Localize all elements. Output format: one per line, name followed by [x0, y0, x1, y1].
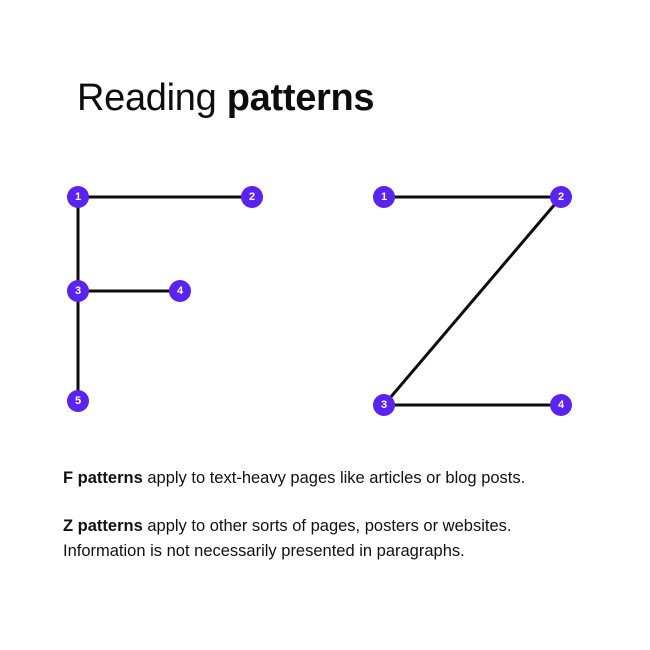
z-caption-rest: apply to other sorts of pages, posters o…: [142, 517, 512, 535]
f-node-4: 4: [169, 280, 191, 302]
z-node-4-circle: [550, 394, 572, 416]
z-node-2-circle: [550, 186, 572, 208]
f-pattern: 1 2 3 4 5: [67, 186, 263, 412]
z-node-1-label: 1: [381, 191, 387, 203]
f-caption-strong: F patterns: [63, 469, 143, 487]
z-node-3: 3: [373, 394, 395, 416]
z-node-1-circle: [373, 186, 395, 208]
z-pattern-caption: Z patterns apply to other sorts of pages…: [63, 514, 511, 564]
z-line-2-3: [382, 195, 563, 407]
f-node-3: 3: [67, 280, 89, 302]
f-node-4-circle: [169, 280, 191, 302]
z-pattern-lines: [382, 195, 563, 407]
z-node-1: 1: [373, 186, 395, 208]
f-pattern-lines: [76, 195, 254, 403]
f-caption-rest: apply to text-heavy pages like articles …: [142, 469, 526, 487]
z-caption-strong: Z patterns: [63, 517, 143, 535]
f-node-2-circle: [241, 186, 263, 208]
f-node-3-label: 3: [75, 285, 81, 297]
z-node-4: 4: [550, 394, 572, 416]
page-title: Reading patterns: [77, 74, 375, 122]
f-node-1-circle: [67, 186, 89, 208]
f-node-2: 2: [241, 186, 263, 208]
z-pattern: 1 2 3 4: [373, 186, 572, 416]
z-node-4-label: 4: [558, 399, 565, 411]
title-bold: patterns: [226, 77, 375, 119]
z-node-3-circle: [373, 394, 395, 416]
f-node-1-label: 1: [75, 191, 81, 203]
f-node-5-circle: [67, 390, 89, 412]
f-node-5: 5: [67, 390, 89, 412]
f-pattern-caption: F patterns apply to text-heavy pages lik…: [63, 466, 525, 491]
f-node-1: 1: [67, 186, 89, 208]
f-node-3-circle: [67, 280, 89, 302]
z-node-3-label: 3: [381, 399, 387, 411]
z-caption-line2: Information is not necessarily presented…: [63, 542, 465, 560]
f-node-4-label: 4: [177, 285, 184, 297]
z-node-2-label: 2: [558, 191, 564, 203]
title-regular: Reading: [77, 77, 217, 119]
z-node-2: 2: [550, 186, 572, 208]
f-node-2-label: 2: [249, 191, 255, 203]
f-node-5-label: 5: [75, 395, 81, 407]
